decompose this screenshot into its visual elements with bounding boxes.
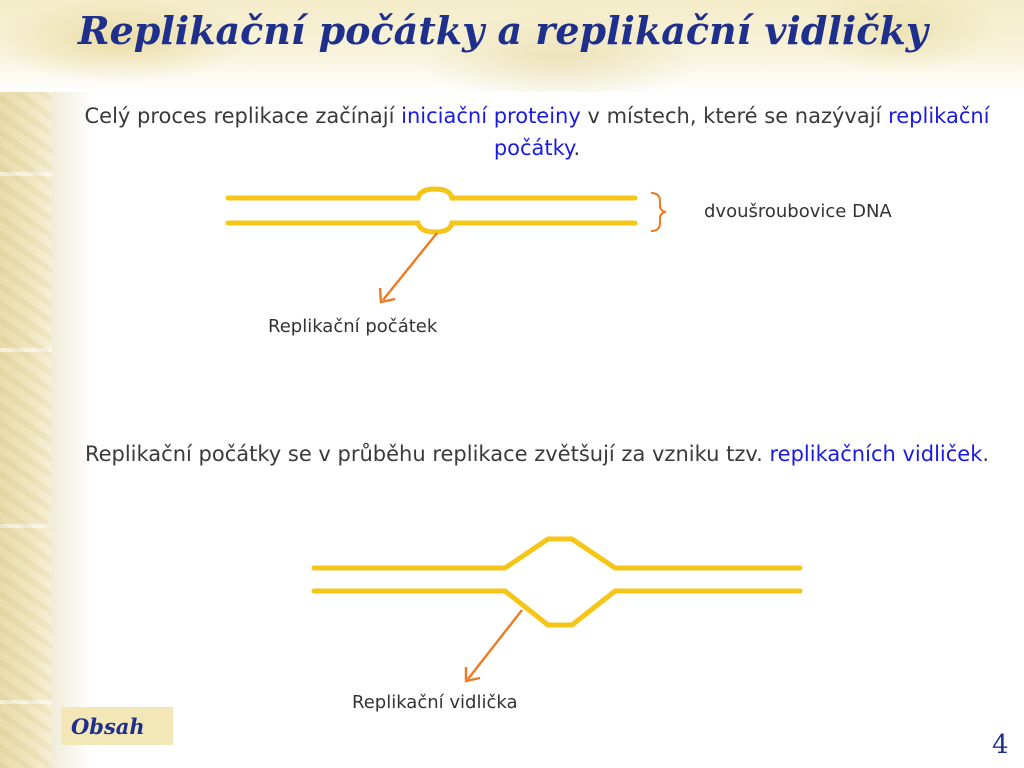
- replication-origin-label: Replikační počátek: [268, 316, 438, 337]
- fork-text-1: Replikační počátky se v průběhu replikac…: [84, 442, 770, 466]
- intro-text-1: Celý proces replikace začínají: [84, 104, 402, 128]
- left-strip-fade: [52, 0, 92, 768]
- replication-fork-label: Replikační vidlička: [352, 692, 518, 713]
- fork-strand-top: [311, 536, 803, 571]
- dna-brace: [650, 192, 667, 232]
- fork-strand-bottom: [311, 588, 803, 628]
- fork-arrow: [464, 609, 523, 683]
- title-banner-background: [0, 0, 1024, 92]
- left-decorative-strip: [0, 0, 52, 768]
- dna-strand-top: [225, 186, 638, 201]
- intro-text-2: v místech, které se nazývají: [580, 104, 889, 128]
- term-initiation-proteins: iniciační proteiny: [401, 104, 581, 128]
- fork-paragraph: Replikační počátky se v průběhu replikac…: [82, 438, 992, 470]
- slide-title: Replikační počátky a replikační vidličky: [78, 8, 928, 53]
- origin-arrow: [378, 232, 438, 304]
- intro-text-3: .: [573, 136, 581, 160]
- intro-paragraph: Celý proces replikace začínají iniciační…: [82, 100, 992, 164]
- dna-double-helix-label: dvoušroubovice DNA: [704, 201, 892, 222]
- page-number: 4: [992, 730, 1009, 760]
- obsah-button[interactable]: Obsah: [61, 707, 173, 745]
- term-replication-origins: replikační počátky: [493, 104, 990, 160]
- dna-strand-bottom: [225, 220, 638, 235]
- term-replication-forks: replikačních vidliček: [769, 442, 983, 466]
- fork-text-2: .: [982, 442, 990, 466]
